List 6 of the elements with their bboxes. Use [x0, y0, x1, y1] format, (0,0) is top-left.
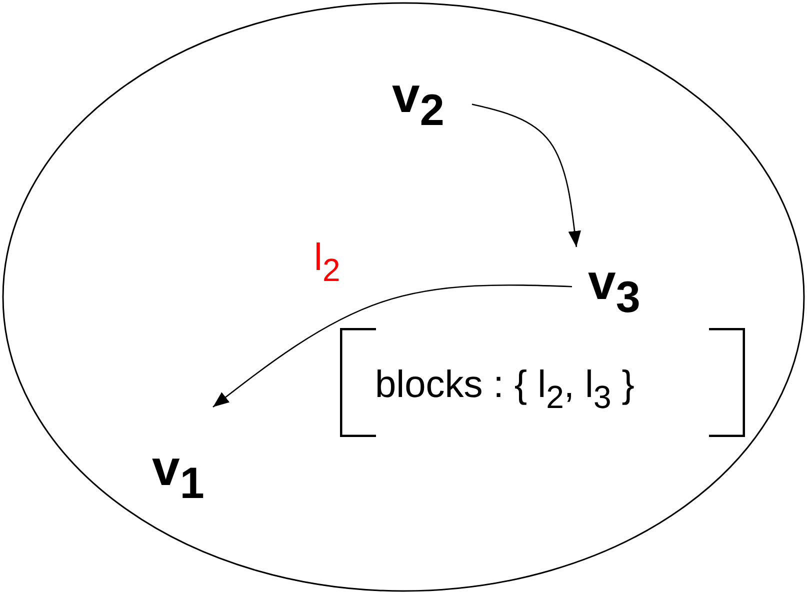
vertex-label: v$_{2}$ — [392, 70, 444, 134]
curved-arrow — [472, 104, 581, 248]
block-annotation: blocks : { l$_{2}$, l$_{3}$ } — [375, 366, 634, 414]
curved-arrow — [212, 284, 572, 408]
vertex-label: v$_{3}$ — [588, 257, 640, 320]
vertex-label: v$_{1}$ — [152, 443, 204, 506]
